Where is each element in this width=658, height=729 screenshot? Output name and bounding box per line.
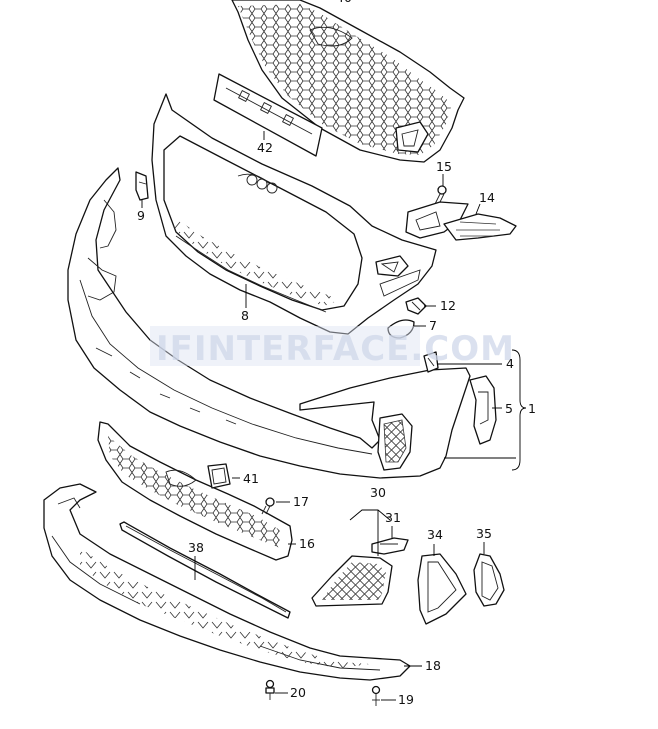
callout-35: 35 [476, 526, 492, 541]
license-plate-bracket-part-42 [213, 73, 323, 157]
callout-5: 5 [505, 401, 513, 416]
callout-31: 31 [385, 510, 401, 525]
side-bracket-part-5 [469, 375, 497, 445]
callout-38: 38 [188, 540, 204, 555]
lower-grille-part-16 [97, 421, 293, 561]
callout-7: 7 [429, 318, 437, 333]
side-trim-part-34 [417, 553, 467, 625]
callout-42: 42 [257, 140, 273, 155]
clip-part-4 [423, 351, 439, 373]
callout-34: 34 [427, 527, 443, 542]
clip-part-31 [371, 537, 409, 555]
cover-cap-part-7 [387, 319, 415, 339]
callout-18: 18 [425, 658, 441, 673]
callout-12: 12 [440, 298, 456, 313]
watermark-text: IFINTERFACE.COM [156, 329, 515, 369]
callout-19: 19 [398, 692, 414, 707]
lower-cover-part-18 [43, 483, 411, 681]
guide-part-14 [405, 201, 517, 241]
sensor-holder-part-41 [207, 463, 231, 489]
screw-part-17 [261, 497, 275, 515]
bolt-part-19 [371, 685, 381, 706]
callout-40: 40 [336, 0, 352, 5]
callout-14: 14 [479, 190, 495, 205]
callout-4: 4 [506, 356, 514, 371]
watermark: IFINTERFACE.COM [150, 326, 515, 369]
callouts: 40 42 15 14 9 12 8 7 4 5 1 41 30 17 31 3… [137, 0, 536, 707]
callout-15: 15 [436, 159, 452, 174]
grille-frame-part-8 [151, 93, 437, 335]
side-trim-part-35 [473, 553, 505, 607]
callout-41: 41 [243, 471, 259, 486]
callout-17: 17 [293, 494, 309, 509]
clip-part-12 [405, 297, 427, 315]
leader-lines [141, 131, 527, 701]
bracket-part-9 [135, 171, 149, 201]
grille-insert-part-30 [311, 555, 393, 607]
callout-20: 20 [290, 685, 306, 700]
trim-strip-part-38 [119, 521, 291, 619]
callout-1: 1 [528, 401, 536, 416]
callout-30: 30 [370, 485, 386, 500]
callout-8: 8 [241, 308, 249, 323]
bumper-cover-part-1 [67, 167, 471, 479]
grille-upper-part-40 [231, 0, 465, 163]
callout-9: 9 [137, 208, 145, 223]
bolt-part-20 [265, 679, 275, 700]
callout-16: 16 [299, 536, 315, 551]
